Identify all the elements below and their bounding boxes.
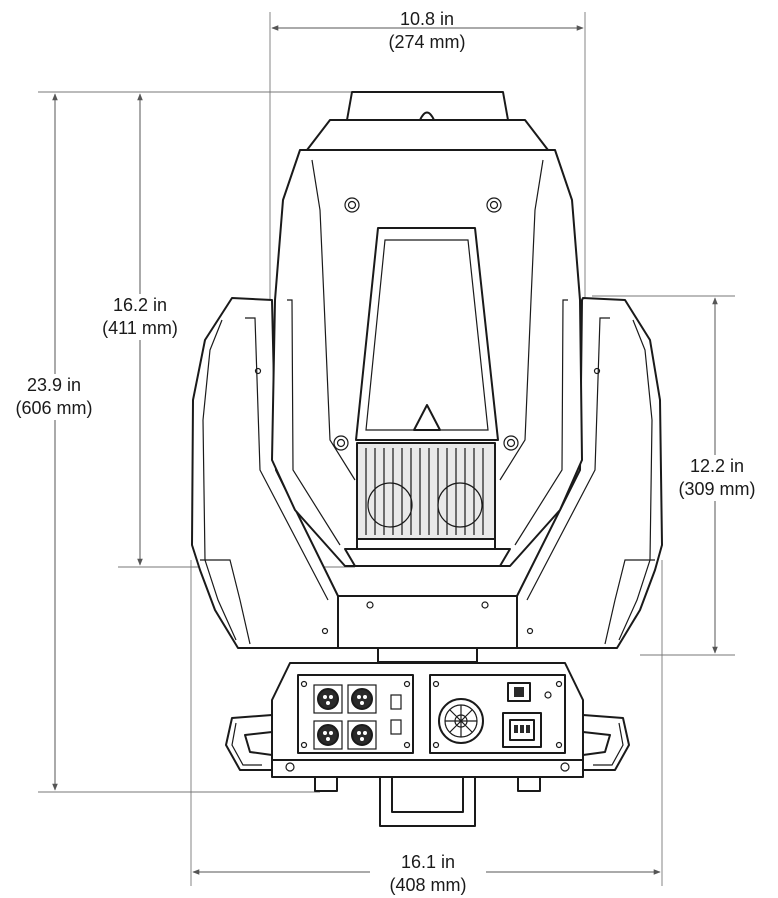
overall-height-imperial: 23.9 in	[26, 375, 82, 395]
top-width-metric: (274 mm)	[388, 32, 466, 52]
head-height-imperial: 16.2 in	[112, 295, 168, 315]
dmx-connectors	[313, 684, 377, 750]
yoke-bridge	[337, 595, 518, 663]
fixture-base	[225, 662, 630, 827]
yoke-height-label: 12.2 in (309 mm)	[664, 455, 770, 501]
head-height-label: 16.2 in (411 mm)	[88, 294, 192, 340]
overall-height-label: 23.9 in (606 mm)	[2, 374, 106, 420]
top-width-imperial: 10.8 in	[399, 9, 455, 29]
yoke-right-arm	[516, 297, 663, 649]
overall-height-metric: (606 mm)	[15, 398, 93, 418]
base-width-metric: (408 mm)	[389, 875, 467, 895]
power-switch	[507, 682, 531, 702]
base-width-label: 16.1 in (408 mm)	[370, 851, 486, 897]
power-inlet	[502, 712, 542, 748]
cooling-fan	[438, 698, 484, 744]
yoke-height-imperial: 12.2 in	[689, 456, 745, 476]
moving-head	[271, 91, 583, 567]
top-width-label: 10.8 in (274 mm)	[372, 8, 482, 54]
head-height-metric: (411 mm)	[102, 318, 178, 338]
base-width-imperial: 16.1 in	[400, 852, 456, 872]
yoke-height-metric: (309 mm)	[678, 479, 756, 499]
